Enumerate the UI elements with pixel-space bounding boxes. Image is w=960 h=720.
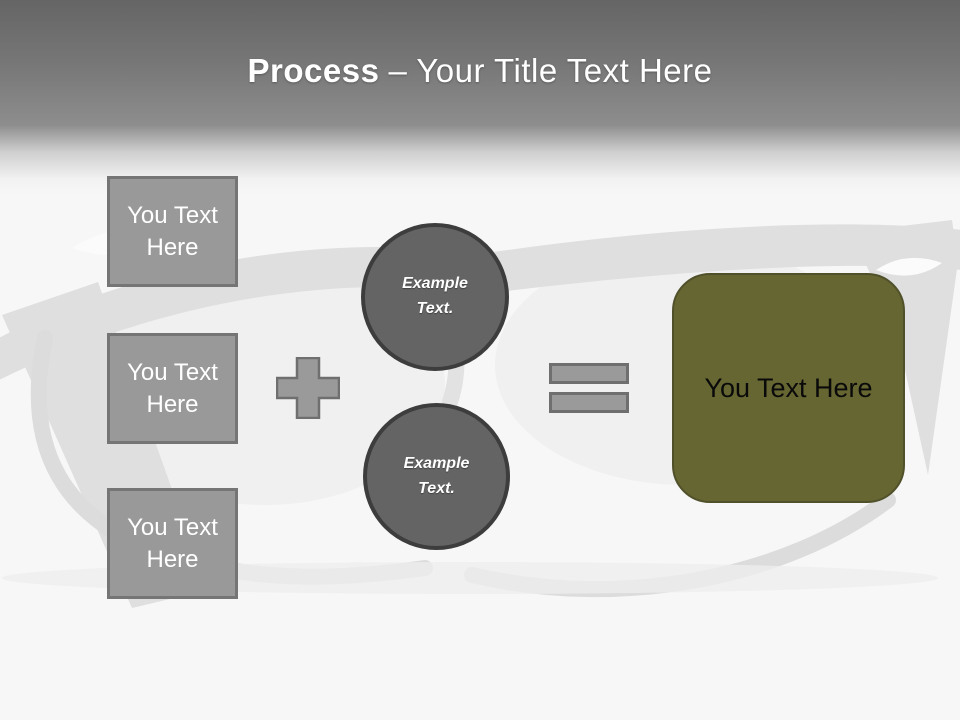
example-circle-1: Example Text. (361, 223, 509, 371)
input-text-box-2: You Text Here (107, 333, 238, 444)
title-text: Your Title Text Here (416, 52, 713, 89)
equals-bar-top (549, 363, 629, 384)
input-text-box-3-label: You Text Here (127, 514, 218, 573)
title-dash: – (388, 52, 408, 89)
example-circle-2: Example Text. (363, 403, 510, 550)
result-box: You Text Here (672, 273, 905, 503)
equals-icon (549, 363, 629, 413)
title-bar: Process–Your Title Text Here (0, 0, 960, 195)
input-text-box-1-label: You Text Here (127, 202, 218, 261)
example-circle-2-label: Example Text. (403, 454, 470, 497)
result-box-label: You Text Here (704, 372, 873, 403)
equals-bar-bottom (549, 392, 629, 413)
plus-icon (276, 357, 340, 419)
input-text-box-1: You Text Here (107, 176, 238, 287)
input-text-box-2-label: You Text Here (127, 359, 218, 418)
slide-title: Process–Your Title Text Here (0, 52, 960, 90)
example-circle-1-label: Example Text. (402, 275, 468, 317)
title-prefix: Process (247, 52, 380, 89)
input-text-box-3: You Text Here (107, 488, 238, 599)
